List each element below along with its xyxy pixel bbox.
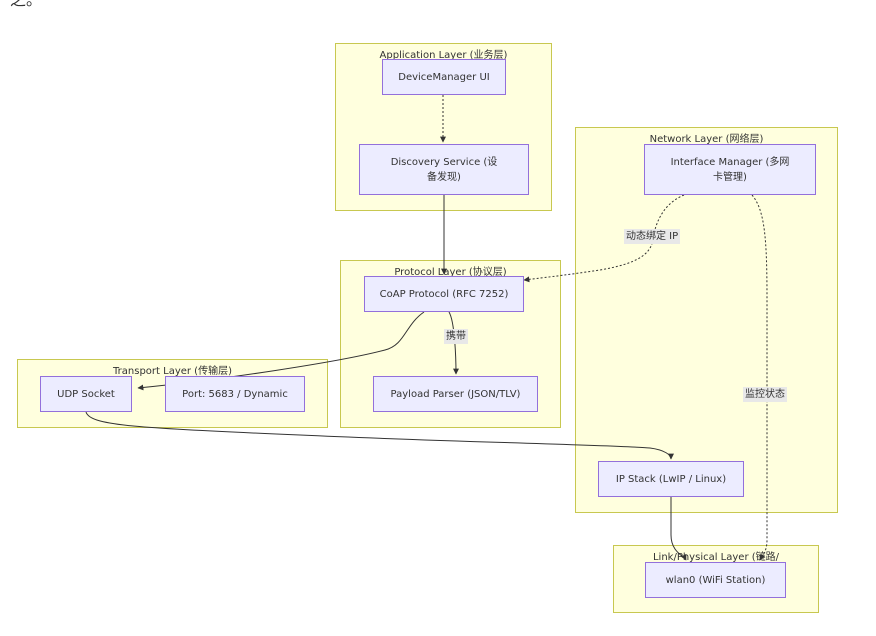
node-udp-socket[interactable]: UDP Socket [40, 376, 132, 412]
cluster-title: Transport Layer (传输层) [113, 366, 232, 377]
node-device-manager-ui[interactable]: DeviceManager UI [382, 59, 506, 95]
cluster-title: Protocol Layer (协议层) [394, 267, 507, 278]
edge-label-monitor-status: 监控状态 [743, 387, 787, 402]
cluster-title: Link/Physical Layer (链路/ [652, 552, 780, 563]
edge-udp-socket-to-ip-stack [85, 411, 674, 460]
cluster-title: Network Layer (网络层) [649, 134, 764, 145]
header-text-fragment: 之。 [10, 0, 42, 10]
edge-label-carry: 携带 [444, 329, 468, 344]
node-coap-protocol[interactable]: CoAP Protocol (RFC 7252) [364, 276, 524, 312]
edge-interface-manager-to-wlan0 [751, 194, 768, 561]
cluster-title: Application Layer (业务层) [379, 50, 508, 61]
edge-ip-stack-to-wlan0 [670, 496, 687, 561]
edge-label-dynamic-bind: 动态绑定 IP [624, 229, 681, 244]
node-ip-stack[interactable]: IP Stack (LwIP / Linux) [598, 461, 744, 497]
edge-interface-manager-to-coap [523, 194, 685, 283]
node-port[interactable]: Port: 5683 / Dynamic [165, 376, 305, 412]
node-discovery-service[interactable]: Discovery Service (设备发现) [359, 144, 529, 195]
node-payload-parser[interactable]: Payload Parser (JSON/TLV) [373, 376, 538, 412]
node-interface-manager[interactable]: Interface Manager (多网卡管理) [644, 144, 816, 195]
node-wlan0[interactable]: wlan0 (WiFi Station) [645, 562, 786, 598]
